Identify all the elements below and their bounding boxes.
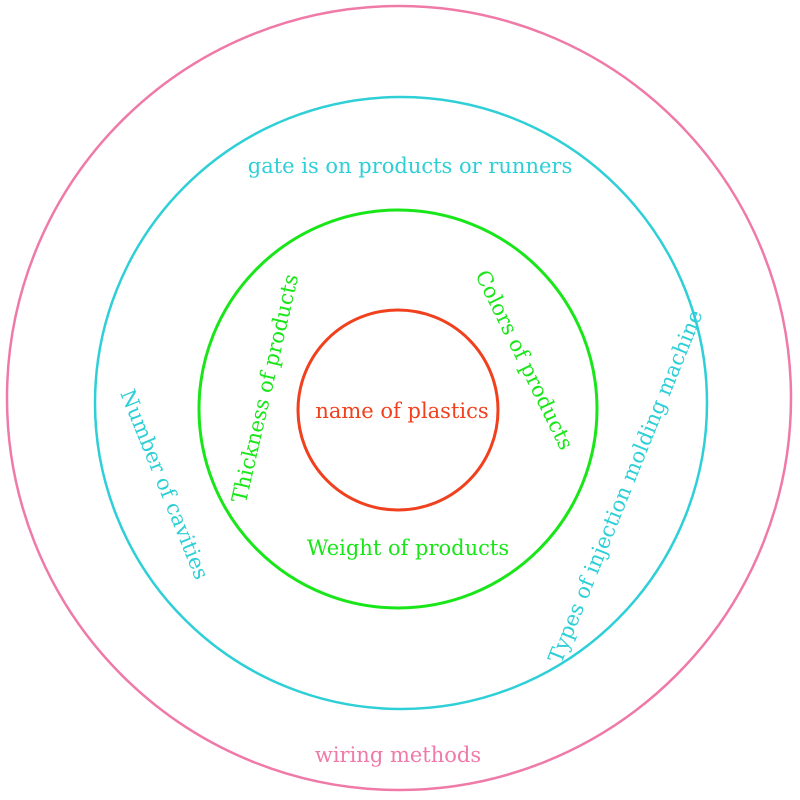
second-ring	[93, 95, 709, 711]
gate-label: gate is on products or runners	[248, 154, 572, 178]
wiring-label: wiring methods	[315, 743, 481, 767]
third-ring	[197, 208, 599, 610]
core-ring	[296, 308, 500, 512]
core-label: name of plastics	[315, 399, 488, 423]
thickness-label: Thickness of products	[227, 272, 303, 505]
outer-ring	[5, 4, 793, 792]
weight-label: Weight of products	[307, 536, 509, 560]
